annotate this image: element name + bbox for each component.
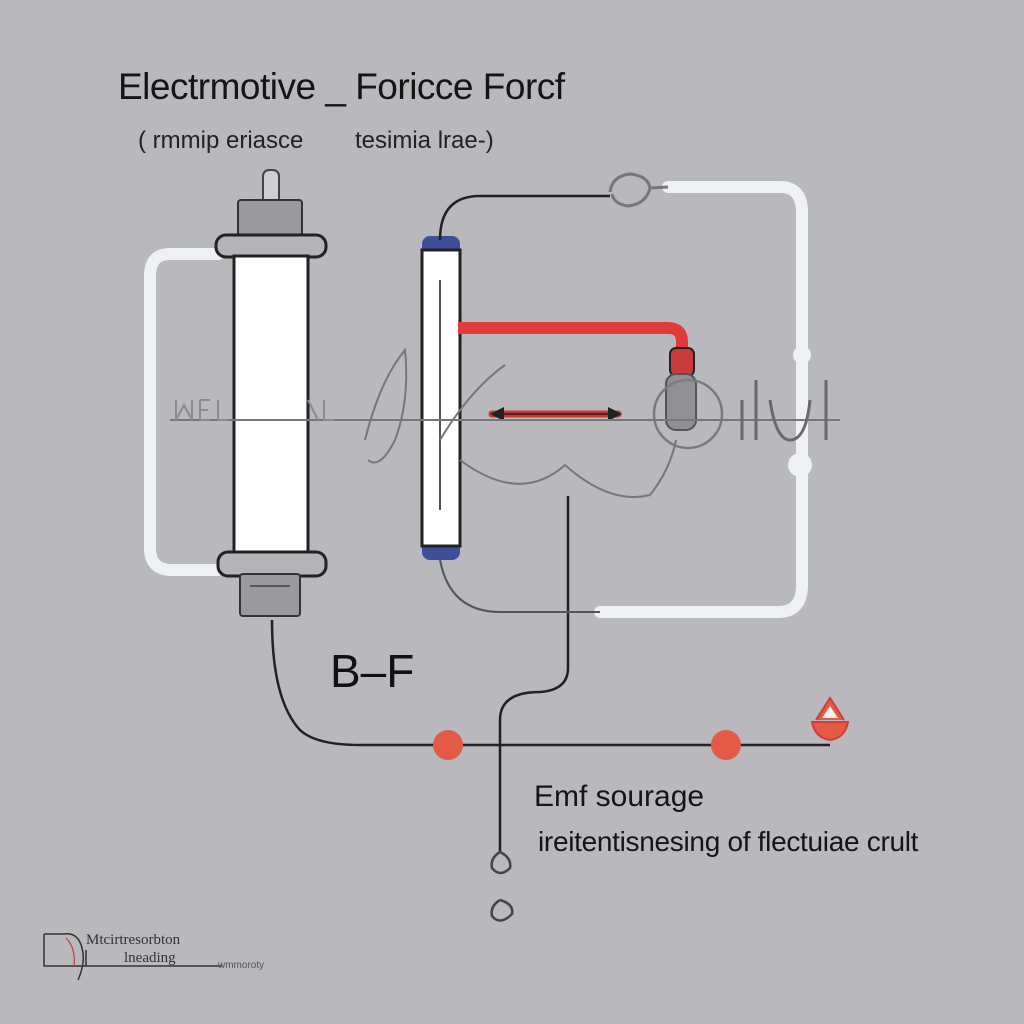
tube-top-wire — [438, 194, 610, 241]
loop-junction-bottom — [788, 453, 812, 477]
logo-mark — [43, 933, 222, 981]
center-label: B–F — [330, 645, 415, 697]
sketch-lines — [170, 347, 840, 498]
vertical-lead — [498, 496, 570, 852]
description-label: ireitentisnesing of flectuiae crult — [538, 826, 919, 857]
sketch-left-text — [175, 399, 334, 421]
logo-text-1: Mtcirtresorbton — [86, 932, 181, 948]
drop-icon — [810, 696, 850, 742]
terminal-ring — [652, 378, 724, 450]
right-hook — [608, 172, 669, 208]
node-right — [711, 730, 741, 760]
loop-junction-top — [793, 346, 811, 364]
node-left — [433, 730, 463, 760]
red-wire — [458, 322, 688, 360]
sketch-right-symbol — [740, 380, 828, 442]
bottom-wire — [270, 619, 830, 747]
diagram-title: Electrmotive _ Foricce Forcf — [118, 66, 565, 107]
right-loop-wire — [594, 181, 808, 618]
red-connector — [669, 347, 695, 377]
subtitle-left: ( rmmip eriasce — [138, 127, 304, 154]
electrode-tube — [420, 236, 462, 560]
logo-text-2: lneading — [124, 950, 176, 966]
emf-label: Emf sourage — [534, 780, 705, 813]
resistor-cylinder — [214, 169, 328, 617]
logo-text-3: wmmoroty — [218, 960, 265, 971]
bottom-loops — [490, 850, 514, 922]
grey-connector — [665, 373, 697, 431]
subtitle-right: tesimia lrae-) — [355, 127, 494, 154]
left-loop-wire — [144, 248, 224, 576]
tube-bottom-wire — [439, 559, 600, 613]
